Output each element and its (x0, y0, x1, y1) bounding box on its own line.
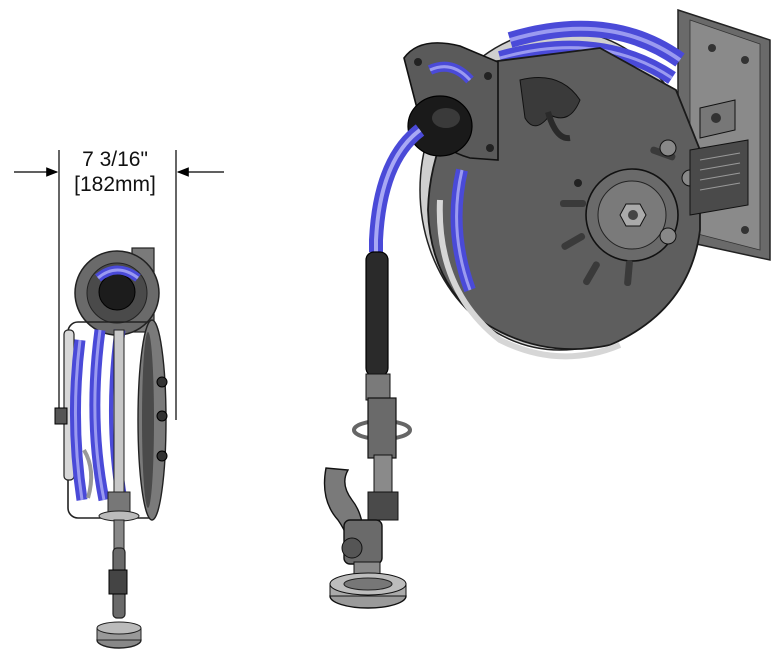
plate-cutout-hook (519, 77, 581, 127)
width-dimension (14, 150, 224, 420)
hose-reel-perspective-view (323, 8, 771, 609)
dimension-label-imperial: 7 3/16" (82, 148, 148, 171)
hose-reel-side-view (54, 247, 168, 649)
hose-strain-relief (365, 251, 389, 377)
nameplate (689, 139, 749, 216)
dimension-label-metric: [182mm] (74, 173, 156, 196)
